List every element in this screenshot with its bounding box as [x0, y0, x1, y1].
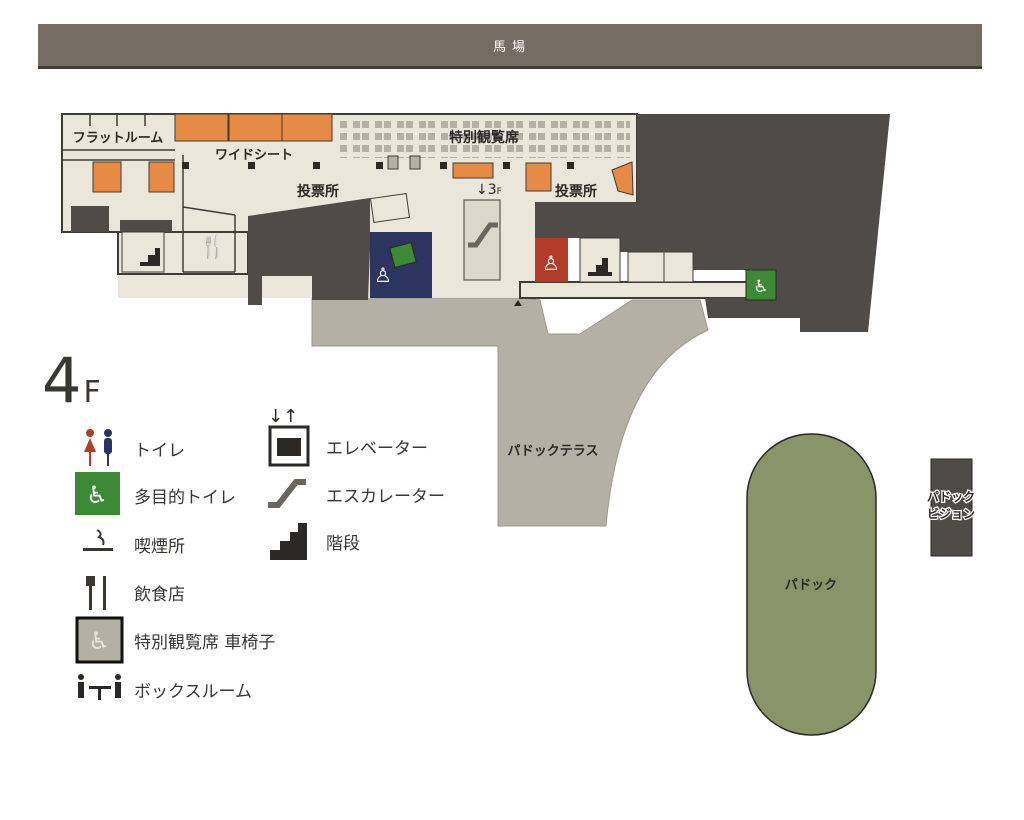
- svg-text:♿: ♿: [753, 277, 768, 297]
- smoking-area[interactable]: [627, 251, 665, 283]
- wheelchair-seat-icon: [387, 155, 399, 170]
- paddock-area[interactable]: [746, 433, 877, 736]
- accessible-restroom[interactable]: [745, 269, 777, 301]
- smoking-area-icon: [83, 529, 113, 551]
- track-label: 馬場: [493, 40, 531, 55]
- stairs[interactable]: [579, 237, 621, 283]
- legend-accessible-restroom: 多目的トイレ: [134, 488, 236, 508]
- stairs-icon: [140, 248, 160, 266]
- box-room-icon: [78, 674, 121, 700]
- legend-restroom: トイレ: [134, 441, 185, 461]
- elevator[interactable]: [663, 251, 694, 283]
- elevator-icon: ↓↑: [268, 406, 310, 467]
- legend-wheelchair-seat: 特別観覧席 車椅子: [134, 633, 276, 653]
- wheelchair-seat-icon: [75, 616, 124, 664]
- svg-text:♿: ♿: [88, 627, 110, 655]
- wall-block-right: [535, 114, 890, 332]
- paddock-terrace-area[interactable]: [311, 275, 709, 527]
- flat-room-label: フラットルーム: [73, 131, 164, 146]
- betting-label-left: 投票所: [297, 183, 339, 200]
- special-seats: [340, 118, 630, 158]
- restaurant-icon: [86, 576, 106, 610]
- paddock-vision: [930, 458, 973, 557]
- restroom-icon: [84, 429, 112, 466]
- paddock-vision-label: パドック: [927, 490, 975, 504]
- stairs-icon: [270, 523, 307, 560]
- legend-smoking-area: 喫煙所: [134, 537, 185, 557]
- restaurant-icon: 🍴: [199, 234, 226, 260]
- betting-label-right: 投票所: [555, 183, 597, 200]
- legend-elevator: エレベーター: [326, 439, 428, 459]
- wall-block-center: [248, 198, 370, 305]
- restroom-women[interactable]: [535, 238, 568, 282]
- svg-text:♙: ♙: [542, 251, 560, 275]
- legend-escalator: エスカレーター: [326, 487, 445, 507]
- paddock-label: パドック: [785, 578, 837, 593]
- svg-text:♙: ♙: [374, 263, 392, 287]
- legend-stairs: 階段: [326, 534, 360, 554]
- legend-restaurant: 飲食店: [134, 585, 185, 605]
- wide-seat-label: ワイドシート: [215, 148, 293, 163]
- box-rooms[interactable]: [92, 113, 634, 196]
- smoking-area[interactable]: [369, 193, 411, 223]
- paddock-vision-label: ビジョン: [927, 506, 975, 521]
- accessible-restroom-icon: [75, 472, 120, 515]
- legend-box-room: ボックスルーム: [134, 682, 252, 702]
- escalator-down-label: ↓3F: [476, 182, 502, 198]
- paddock-terrace-label: パドックテラス: [507, 444, 598, 459]
- track-banner: [38, 24, 982, 68]
- wheelchair-seat-icon: [409, 155, 421, 170]
- special-seats-label: 特別観覧席: [449, 129, 519, 146]
- svg-text:↓↑: ↓↑: [268, 406, 298, 427]
- escalator-icon: [268, 479, 306, 508]
- svg-text:♿: ♿: [86, 481, 108, 509]
- accessible-restroom-icon: [389, 241, 417, 269]
- floor-indicator: 4F: [42, 344, 101, 417]
